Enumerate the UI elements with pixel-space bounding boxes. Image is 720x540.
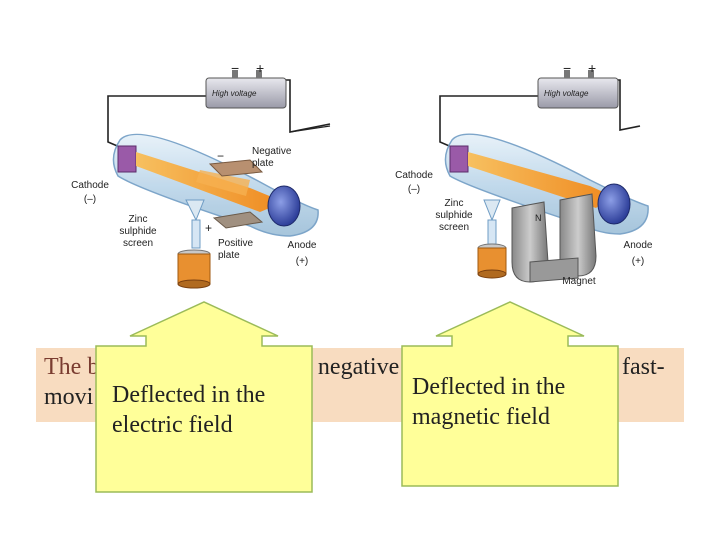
band-line2-start: movi xyxy=(44,384,94,410)
magnet-label: Magnet xyxy=(562,276,596,287)
left-apparatus xyxy=(107,70,331,289)
anode-left xyxy=(267,185,301,227)
band-line1-end: fast- xyxy=(622,354,665,380)
callout-electric-text: Deflected in the electric field xyxy=(112,382,266,438)
high-voltage-label-left: High voltage xyxy=(212,89,257,98)
plate-minus-sign: − xyxy=(217,149,225,163)
cathode-label-left: Cathode xyxy=(71,180,109,191)
callout-electric-shape xyxy=(95,301,313,493)
negative-plate xyxy=(208,159,264,177)
callout-magnetic-shape xyxy=(401,301,619,487)
cathode-label-right: Cathode xyxy=(395,170,433,181)
pump-right xyxy=(477,243,507,279)
battery-minus-right: − xyxy=(563,60,572,76)
cathode-sign-left: (–) xyxy=(83,194,97,205)
positive-plate xyxy=(212,211,264,229)
battery-plus-left: + xyxy=(256,60,265,76)
anode-label-right: Anode xyxy=(623,240,653,251)
battery-minus-left: − xyxy=(231,60,240,76)
anode-right xyxy=(597,183,631,225)
positive-plate-label: Positive plate xyxy=(218,238,254,261)
callout-magnetic-text: Deflected in the magnetic field xyxy=(412,374,566,430)
magnet-pole-label: N xyxy=(535,213,542,223)
anode-label-left: Anode xyxy=(287,240,317,251)
high-voltage-battery-left xyxy=(205,70,287,109)
high-voltage-battery-right xyxy=(537,70,619,109)
high-voltage-label-right: High voltage xyxy=(544,89,589,98)
band-line1-word: negative xyxy=(317,354,400,380)
electron-beam-right xyxy=(468,152,612,208)
right-apparatus xyxy=(439,70,649,283)
zinc-screen-label-left: Zinc sulphide screen xyxy=(119,214,157,249)
pump-left xyxy=(177,249,211,289)
anode-sign-left: (+) xyxy=(295,256,309,267)
magnet xyxy=(511,193,597,283)
cathode-sign-right: (–) xyxy=(407,184,421,195)
battery-plus-right: + xyxy=(588,60,597,76)
anode-sign-right: (+) xyxy=(631,256,645,267)
zinc-screen-label-right: Zinc sulphide screen xyxy=(435,198,473,233)
negative-plate-label: Negative plate xyxy=(252,146,292,169)
plate-plus-sign: + xyxy=(205,221,213,235)
